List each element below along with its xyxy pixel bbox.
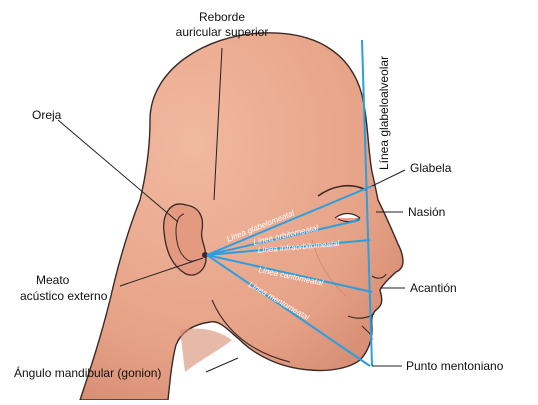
reborde-label-line1: Reborde <box>199 10 245 24</box>
glabela-leader <box>372 170 405 186</box>
acantion-label: Acantión <box>410 281 457 295</box>
angulo-leader <box>206 358 238 372</box>
angulo-label: Ángulo mandibular (gonion) <box>14 365 161 380</box>
meato-label-line1: Meato <box>36 273 70 287</box>
glabeloalveolar-label: Línea glabeloalveolar <box>377 56 391 170</box>
oreja-label: Oreja <box>32 108 62 122</box>
meato-label-line2: acústico externo <box>20 289 108 303</box>
nasion-label: Nasión <box>408 205 445 219</box>
neck-shadow <box>180 328 232 372</box>
reborde-label-line2: auricular superior <box>176 25 269 39</box>
glabela-label: Glabela <box>410 161 452 175</box>
punto-mentoniano-label: Punto mentoniano <box>406 359 504 373</box>
